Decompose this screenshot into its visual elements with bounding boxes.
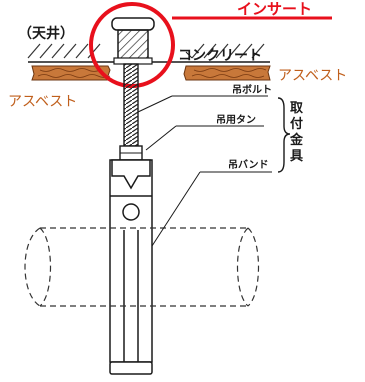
asbestos-right-label: アスベスト	[278, 68, 347, 84]
svg-text:金: 金	[289, 132, 304, 148]
svg-text:取: 取	[290, 101, 304, 116]
fitting-bracket	[277, 97, 291, 173]
hanger-band	[109, 159, 153, 363]
ceiling-label: （天井）	[18, 25, 74, 42]
hanger-bolt	[123, 63, 139, 147]
insert-label: インサート	[237, 0, 312, 18]
hanger-band-bottom	[109, 361, 153, 375]
fitting-group-label: 取 付 金 具	[289, 101, 304, 164]
part-leaders	[137, 95, 272, 247]
svg-text:付: 付	[290, 116, 303, 132]
concrete-label: コンクリート	[178, 48, 262, 64]
asbestos-layer-right	[183, 65, 271, 81]
ceiling-hatch	[27, 43, 265, 59]
hanger-band-label: 吊バンド	[228, 159, 269, 171]
concrete-leader	[185, 51, 193, 59]
hanger-bolt-label: 吊ボルト	[232, 83, 272, 96]
pipe-outline	[24, 227, 260, 307]
svg-text:具: 具	[290, 149, 303, 164]
asbestos-left-label: アスベスト	[8, 94, 77, 110]
turnbuckle-label: 吊用タン	[216, 114, 256, 126]
insert-anchor	[111, 17, 155, 65]
asbestos-texture	[37, 68, 267, 78]
